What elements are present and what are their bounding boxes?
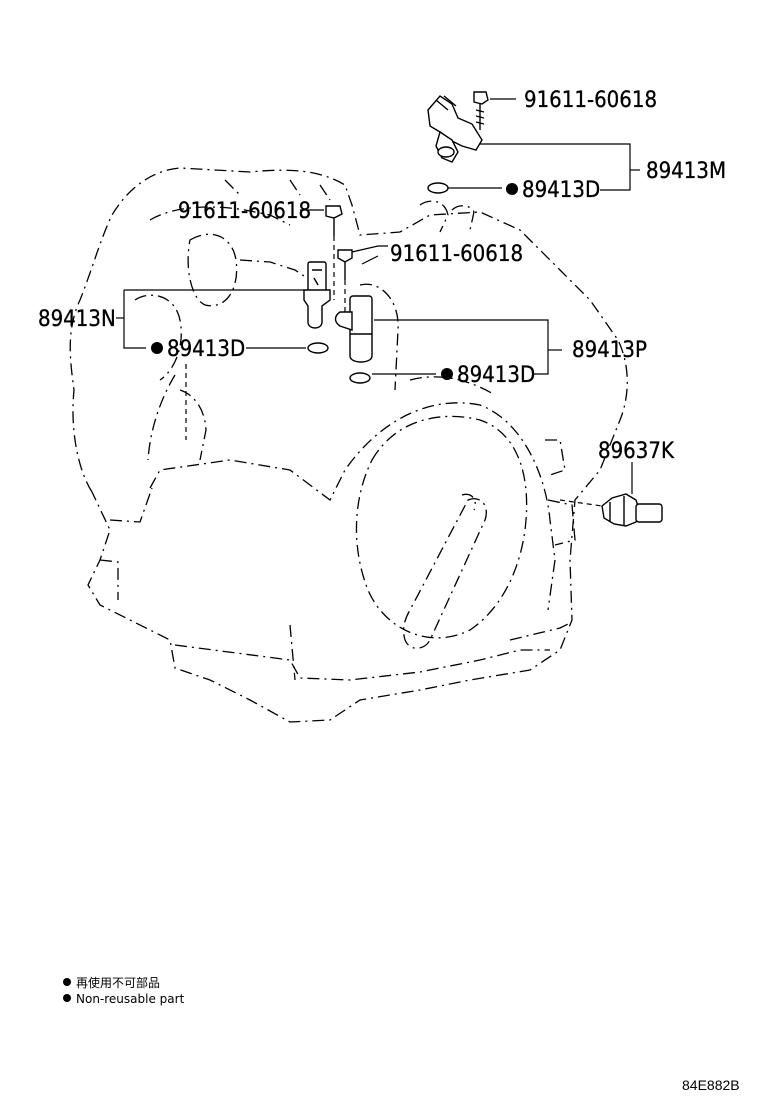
- legend-dot-jp: [63, 978, 71, 986]
- label-sensor-89413n: 89413N: [38, 307, 116, 332]
- transmission-housing-outline: [69, 167, 628, 723]
- label-bolt-left: 91611-60618: [178, 199, 311, 224]
- label-bolt-mid: 91611-60618: [390, 242, 523, 267]
- legend-japanese: 再使用不可部品: [76, 975, 160, 990]
- oring-n-drawing: [307, 342, 329, 354]
- non-reusable-dot-n: [151, 342, 163, 354]
- oring-p-drawing: [349, 372, 371, 384]
- oring-m-drawing: [427, 182, 449, 194]
- label-sensor-89413p: 89413P: [572, 338, 647, 363]
- label-bolt-top: 91611-60618: [524, 88, 657, 113]
- sensor-89413p-drawing: [334, 295, 373, 363]
- label-oring-n: 89413D: [167, 337, 245, 362]
- non-reusable-markers: [63, 183, 518, 1002]
- sensor-89413n-drawing: [303, 261, 331, 329]
- label-sensor-89637k: 89637K: [598, 439, 675, 464]
- sensor-89413m-drawing: [427, 95, 483, 163]
- legend-english: Non-reusable part: [76, 992, 185, 1006]
- non-reusable-dot-p: [441, 368, 453, 380]
- diagram-code: 84E882B: [682, 1077, 740, 1093]
- legend-dot-en: [63, 994, 71, 1002]
- bolt-mid-drawing: [337, 249, 353, 280]
- sensor-k-axis: [559, 499, 603, 507]
- sensor-89637k-drawing: [601, 493, 663, 527]
- label-oring-m: 89413D: [522, 178, 600, 203]
- leader-lines: [116, 98, 640, 494]
- label-oring-p: 89413D: [457, 363, 535, 388]
- non-reusable-dot-m: [506, 183, 518, 195]
- label-sensor-89413m: 89413M: [646, 159, 726, 184]
- bolt-left-drawing: [325, 205, 343, 236]
- bolt-top-drawing: [473, 91, 489, 130]
